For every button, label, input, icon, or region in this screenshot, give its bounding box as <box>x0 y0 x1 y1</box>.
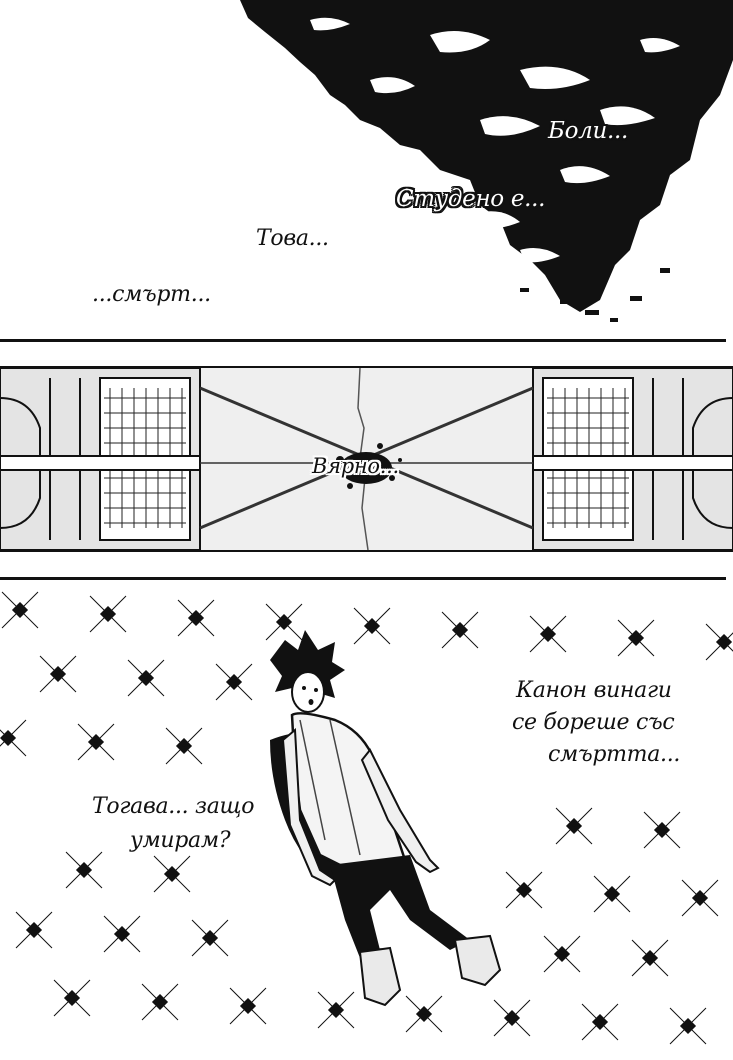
tile-crack <box>141 983 179 1021</box>
tile-crack <box>529 615 567 653</box>
tile-crack <box>555 807 593 845</box>
tile-crack <box>265 603 303 641</box>
tile-crack <box>191 919 229 957</box>
tiled-floor-illustration <box>0 580 733 1060</box>
panel-divider <box>0 339 726 342</box>
tile-crack <box>177 599 215 637</box>
panel-divider <box>0 577 726 580</box>
tile-crack <box>53 979 91 1017</box>
caption-death: ...смърт... <box>92 282 211 307</box>
panel-kanon-lying: Канон винаги се бореше със смъртта... То… <box>0 580 733 1060</box>
tile-crack <box>1 591 39 629</box>
tile-crack <box>0 719 27 757</box>
tile-crack <box>705 623 733 661</box>
caption-why-2: умирам? <box>130 828 231 853</box>
hall-floor-illustration <box>0 368 733 550</box>
caption-this: Това... <box>256 226 329 251</box>
caption-kanon-3: смъртта... <box>548 742 681 767</box>
caption-cold: Студено е... <box>396 186 546 212</box>
caption-kanon-2: се бореше със <box>512 710 675 735</box>
tile-crack <box>165 727 203 765</box>
tile-crack <box>103 915 141 953</box>
panel-hall-overhead: Вярно... <box>0 366 733 552</box>
tile-crack <box>317 991 355 1029</box>
tile-crack <box>405 995 443 1033</box>
tile-crack <box>65 851 103 889</box>
tile-crack <box>543 935 581 973</box>
tile-crack <box>669 1007 707 1045</box>
tile-crack <box>15 911 53 949</box>
tile-crack <box>89 595 127 633</box>
kanon-figure <box>270 630 502 1007</box>
tile-crack <box>77 723 115 761</box>
tile-crack <box>493 999 531 1037</box>
tile-crack <box>631 939 669 977</box>
tile-crack <box>153 855 191 893</box>
tile-crack <box>617 619 655 657</box>
tile-crack <box>681 879 719 917</box>
ink-shadow-illustration <box>240 0 733 322</box>
panel-death-shadow: Боли... Студено е... Това... ...смърт... <box>0 0 733 336</box>
caption-pain: Боли... <box>548 118 629 144</box>
tile-crack <box>127 659 165 697</box>
tile-crack <box>229 987 267 1025</box>
tile-crack <box>643 811 681 849</box>
tile-crack <box>593 875 631 913</box>
tile-crack <box>353 607 391 645</box>
caption-why-1: Тогава... защо <box>92 794 255 819</box>
tile-crack <box>39 655 77 693</box>
tile-crack <box>441 611 479 649</box>
caption-true: Вярно... <box>312 454 399 478</box>
caption-kanon-1: Канон винаги <box>516 678 672 703</box>
tile-crack <box>505 871 543 909</box>
tile-crack <box>581 1003 619 1041</box>
tile-crack <box>215 663 253 701</box>
